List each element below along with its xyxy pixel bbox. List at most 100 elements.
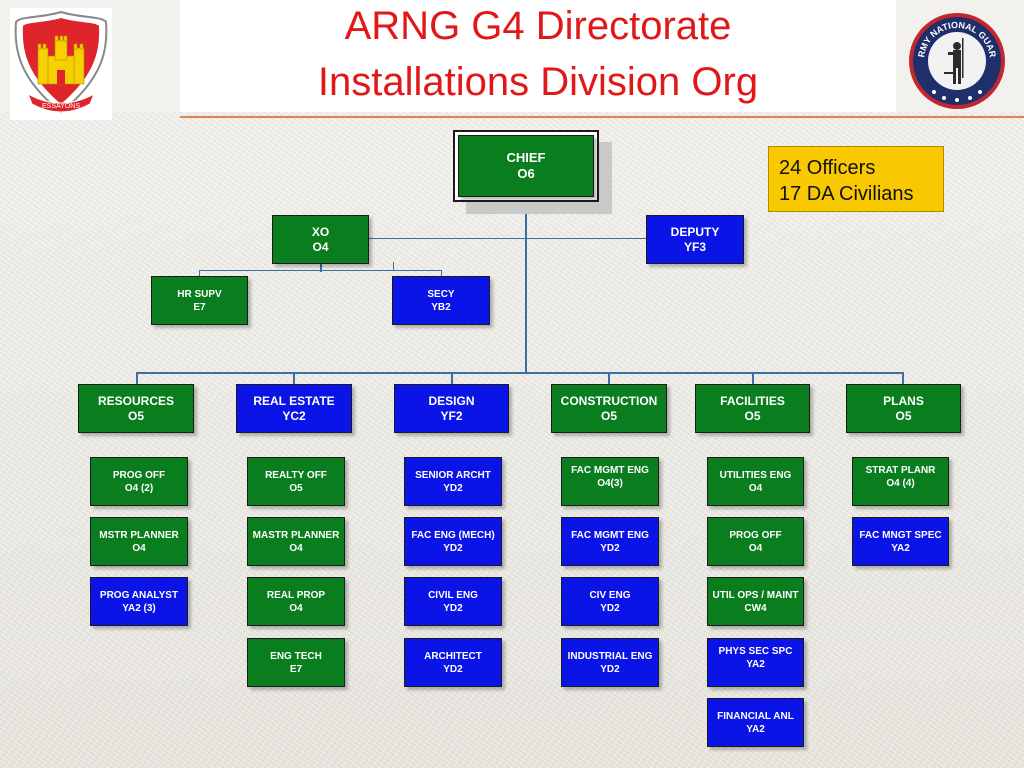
staff-title: SENIOR ARCHT <box>415 469 491 481</box>
staff-grade: O4 <box>132 542 146 554</box>
staff-grade: O4 <box>748 482 763 494</box>
staff-box: CIV ENG YD2 <box>561 577 659 626</box>
staff-box: FAC MGMT ENG O4(3) <box>561 457 659 506</box>
staff-title: PHYS SEC SPC <box>718 646 793 657</box>
org-box-grade: E7 <box>193 301 206 313</box>
staff-box: PROG OFF O4 (2) <box>90 457 188 506</box>
staff-title: ARCHITECT <box>424 650 482 662</box>
org-box-title: SECY <box>427 288 455 300</box>
staff-grade: YA2 (3) <box>122 602 156 614</box>
staff-title: INDUSTRIAL ENG <box>567 650 653 662</box>
org-box-grade: O4 <box>312 239 329 254</box>
staff-box: PHYS SEC SPC YA2 <box>707 638 804 687</box>
staff-grade: O4 <box>289 542 303 554</box>
org-box-title: DEPUTY <box>670 224 720 239</box>
staff-title: MASTR PLANNER <box>252 529 340 541</box>
header-divider <box>180 116 1024 118</box>
staff-grade: E7 <box>289 663 303 675</box>
org-box-title: PLANS <box>883 393 924 408</box>
staff-grade: YD2 <box>600 542 620 554</box>
org-box-grade: O5 <box>127 408 144 423</box>
staff-grade: YD2 <box>443 482 463 494</box>
staff-box: SENIOR ARCHT YD2 <box>404 457 502 506</box>
staff-title: MSTR PLANNER <box>99 529 179 541</box>
staff-title: UTIL OPS / MAINT <box>712 589 799 601</box>
staff-title: FAC ENG (MECH) <box>411 529 495 541</box>
xo-drop-connector <box>320 264 322 272</box>
staff-grade: O4(3) <box>597 478 623 489</box>
xo-staff-bus <box>199 270 441 271</box>
org-box-title: RESOURCES <box>97 393 174 408</box>
staff-grade: YA2 <box>746 723 765 735</box>
staff-box: FAC MNGT SPEC YA2 <box>852 517 949 566</box>
division-drop-design <box>451 372 453 384</box>
staff-box: FAC ENG (MECH) YD2 <box>404 517 502 566</box>
staff-box: ARCHITECT YD2 <box>404 638 502 687</box>
svg-text:ESSAYONS: ESSAYONS <box>42 103 80 110</box>
org-box-title: DESIGN <box>428 393 475 408</box>
org-box-title: XO <box>311 224 330 239</box>
staff-box: STRAT PLANR O4 (4) <box>852 457 949 506</box>
staff-box: PROG OFF O4 <box>707 517 804 566</box>
division-facilities: FACILITIES O5 <box>695 384 810 433</box>
officer-count: 24 Officers <box>779 157 876 179</box>
staff-grade: YD2 <box>600 602 620 614</box>
staff-box: CIVIL ENG YD2 <box>404 577 502 626</box>
staff-box: UTILITIES ENG O4 <box>707 457 804 506</box>
staff-box: REAL PROP O4 <box>247 577 345 626</box>
division-real-estate: REAL ESTATE YC2 <box>236 384 352 433</box>
staff-grade: YD2 <box>443 542 463 554</box>
staff-grade: YA2 <box>746 659 765 670</box>
title-panel <box>180 0 896 112</box>
org-box-hr-supv: HR SUPV E7 <box>151 276 248 325</box>
staff-title: CIVIL ENG <box>428 589 478 601</box>
staff-box: FINANCIAL ANL YA2 <box>707 698 804 747</box>
staff-grade: O5 <box>289 482 303 494</box>
org-box-grade: YB2 <box>431 301 451 313</box>
staff-title: UTILITIES ENG <box>719 469 792 481</box>
chief-trunk-connector <box>525 202 527 374</box>
org-box-secy: SECY YB2 <box>392 276 490 325</box>
xo-deputy-connector <box>368 238 646 239</box>
staff-title: FAC MGMT ENG <box>571 529 649 541</box>
division-resources: RESOURCES O5 <box>78 384 194 433</box>
division-design: DESIGN YF2 <box>394 384 509 433</box>
staff-grade: YD2 <box>443 663 463 675</box>
staff-title: FAC MNGT SPEC <box>859 529 942 541</box>
engineer-castle-crest-icon: ESSAYONS <box>10 8 112 120</box>
staff-title: REAL PROP <box>266 589 326 601</box>
org-box-grade: O5 <box>744 408 761 423</box>
org-box-deputy: DEPUTY YF3 <box>646 215 744 264</box>
staff-grade: YD2 <box>600 663 620 675</box>
org-box-title: CONSTRUCTION <box>560 393 658 408</box>
staff-title: CIV ENG <box>589 589 631 601</box>
staffing-summary-note: 24 Officers 17 DA Civilians <box>768 146 944 212</box>
staff-title: PROG OFF <box>112 469 166 481</box>
staff-box: MASTR PLANNER O4 <box>247 517 345 566</box>
staff-title: PROG OFF <box>729 529 782 541</box>
org-box-title: REAL ESTATE <box>253 393 335 408</box>
division-drop-real-estate <box>293 372 295 384</box>
staff-box: UTIL OPS / MAINT CW4 <box>707 577 804 626</box>
staff-title: ENG TECH <box>270 650 322 662</box>
civilian-count: 17 DA Civilians <box>779 183 914 205</box>
staff-grade: O4 (2) <box>124 482 154 494</box>
staff-grade: O4 <box>748 542 763 554</box>
staff-title: FINANCIAL ANL <box>717 710 794 722</box>
org-box-xo: XO O4 <box>272 215 369 264</box>
staff-box: FAC MGMT ENG YD2 <box>561 517 659 566</box>
staff-grade: O4 <box>289 602 303 614</box>
staff-box: PROG ANALYST YA2 (3) <box>90 577 188 626</box>
hr-supv-drop <box>199 270 200 276</box>
org-box-title: FACILITIES <box>720 393 785 408</box>
org-box-grade: O5 <box>600 408 617 423</box>
staff-box: REALTY OFF O5 <box>247 457 345 506</box>
page-title-line1: ARNG G4 Directorate <box>344 4 732 48</box>
org-box-title: CHIEF <box>506 150 546 165</box>
division-plans: PLANS O5 <box>846 384 961 433</box>
org-box-grade: O5 <box>895 408 912 423</box>
org-box-grade: YC2 <box>282 408 306 423</box>
division-construction: CONSTRUCTION O5 <box>551 384 667 433</box>
staff-grade: YA2 <box>891 542 910 554</box>
staff-grade: CW4 <box>744 602 767 614</box>
